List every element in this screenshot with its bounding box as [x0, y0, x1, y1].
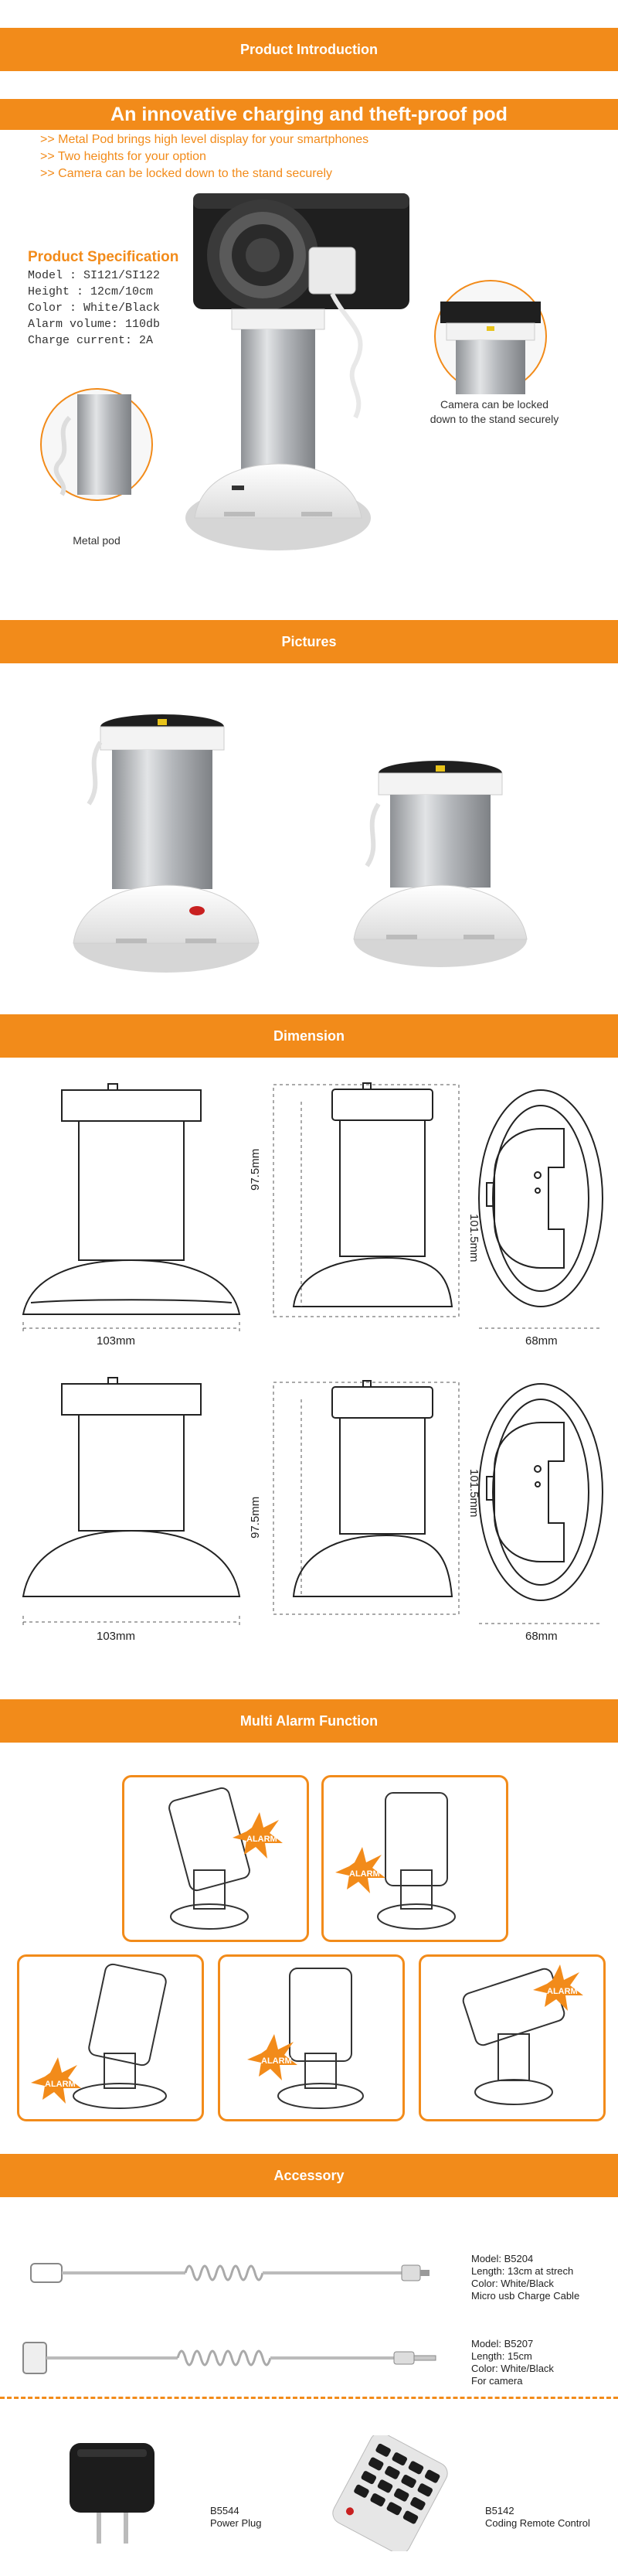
accessory-desc-4: B5142 Coding Remote Control	[485, 2505, 590, 2530]
remote-control-image	[332, 2435, 448, 2551]
usb-cable-image	[30, 2263, 430, 2283]
caption-line: Camera can be locked	[440, 398, 549, 411]
accessory-line: Length: 15cm	[471, 2350, 532, 2362]
caption-pod: Metal pod	[73, 534, 121, 547]
dim-depth-line	[479, 1327, 603, 1329]
alarm-label: ALARM	[547, 1987, 578, 1996]
hero-product-image	[185, 193, 409, 550]
dim-depth-label: 68mm	[525, 1334, 558, 1348]
section-banner-dimension: Dimension	[0, 1014, 618, 1058]
section-banner-alarm: Multi Alarm Function	[0, 1699, 618, 1743]
feature-item: >> Camera can be locked down to the stan…	[40, 167, 332, 180]
drawing-side-large	[273, 1082, 460, 1317]
accessory-line: B5544	[210, 2505, 239, 2516]
alarm-card-3: ALARM	[17, 1954, 204, 2121]
slogan-bar: An innovative charging and theft-proof p…	[0, 99, 618, 130]
camera-cable-image	[22, 2342, 436, 2374]
section-banner-intro: Product Introduction	[0, 28, 618, 71]
spec-list: Model : SI121/SI122 Height : 12cm/10cm C…	[28, 267, 160, 349]
accessory-line: Color: White/Black	[471, 2363, 554, 2374]
feature-item: >> Two heights for your option	[40, 150, 206, 163]
accessory-line: Coding Remote Control	[485, 2517, 590, 2529]
section-banner-pictures: Pictures	[0, 620, 618, 663]
section-banner-accessory: Accessory	[0, 2154, 618, 2197]
section-title: Dimension	[273, 1028, 345, 1044]
accessory-desc-3: B5544 Power Plug	[210, 2505, 261, 2530]
zoom-lock-image	[434, 280, 547, 394]
spec-item: Height : 12cm/10cm	[28, 285, 154, 298]
alarm-label: ALARM	[261, 2056, 292, 2066]
section-title: Pictures	[281, 634, 337, 649]
spec-item: Model : SI121/SI122	[28, 269, 161, 282]
alarm-card-2: ALARM	[321, 1775, 508, 1942]
dim-depth-line	[479, 1623, 603, 1624]
drawing-front-large	[22, 1083, 241, 1334]
product-photo-large	[73, 714, 260, 973]
section-title: Multi Alarm Function	[239, 1713, 379, 1729]
alarm-illustration: ALARM	[31, 1963, 167, 2109]
alarm-illustration: ALARM	[462, 1964, 583, 2105]
dim-width-label: 103mm	[97, 1334, 136, 1348]
accessory-line: Model: B5207	[471, 2338, 534, 2349]
spec-title: Product Specification	[28, 249, 179, 265]
slogan-text: An innovative charging and theft-proof p…	[110, 104, 508, 125]
spec-item: Color : White/Black	[28, 302, 161, 315]
accessory-line: Power Plug	[210, 2517, 262, 2529]
alarm-label: ALARM	[246, 1835, 277, 1844]
alarm-illustration: ALARM	[168, 1787, 283, 1930]
accessory-desc-2: Model: B5207 Length: 15cm Color: White/B…	[471, 2338, 554, 2387]
caption-line: down to the stand securely	[430, 413, 559, 425]
section-title: Accessory	[273, 2168, 345, 2183]
caption-lock: Camera can be locked down to the stand s…	[417, 397, 572, 427]
power-plug-image	[70, 2443, 154, 2544]
accessory-line: Color: White/Black	[471, 2278, 554, 2289]
accessory-line: For camera	[471, 2375, 523, 2387]
accessory-line: Micro usb Charge Cable	[471, 2290, 580, 2302]
alarm-illustration: ALARM	[247, 1968, 364, 2109]
alarm-label: ALARM	[349, 1869, 380, 1879]
dim-width-label: 103mm	[97, 1630, 136, 1643]
drawing-side-small	[273, 1380, 460, 1615]
drawing-top-large	[478, 1089, 603, 1307]
feature-item: >> Metal Pod brings high level display f…	[40, 133, 369, 146]
alarm-label: ALARM	[45, 2080, 76, 2089]
divider	[0, 2397, 618, 2399]
dim-depth-label: 68mm	[525, 1630, 558, 1643]
section-title: Product Introduction	[240, 42, 378, 57]
drawing-top-small	[478, 1383, 603, 1601]
accessory-desc-1: Model: B5204 Length: 13cm at strech Colo…	[471, 2253, 579, 2302]
dim-height-small-label: 97.5mm	[249, 1148, 262, 1191]
alarm-illustration: ALARM	[335, 1792, 456, 1930]
zoom-pod-image	[40, 388, 153, 501]
accessory-line: Length: 13cm at strech	[471, 2265, 574, 2277]
accessory-line: Model: B5204	[471, 2253, 534, 2264]
drawing-front-small	[22, 1377, 241, 1627]
accessory-line: B5142	[485, 2505, 514, 2516]
product-photo-small	[353, 761, 528, 967]
spec-item: Charge current: 2A	[28, 334, 154, 347]
alarm-card-5: ALARM	[419, 1954, 606, 2121]
alarm-card-4: ALARM	[218, 1954, 405, 2121]
alarm-card-1: ALARM	[122, 1775, 309, 1942]
dim-height-small-label: 97.5mm	[249, 1496, 262, 1538]
spec-item: Alarm volume: 110db	[28, 318, 161, 331]
feature-list: >> Metal Pod brings high level display f…	[40, 131, 368, 182]
